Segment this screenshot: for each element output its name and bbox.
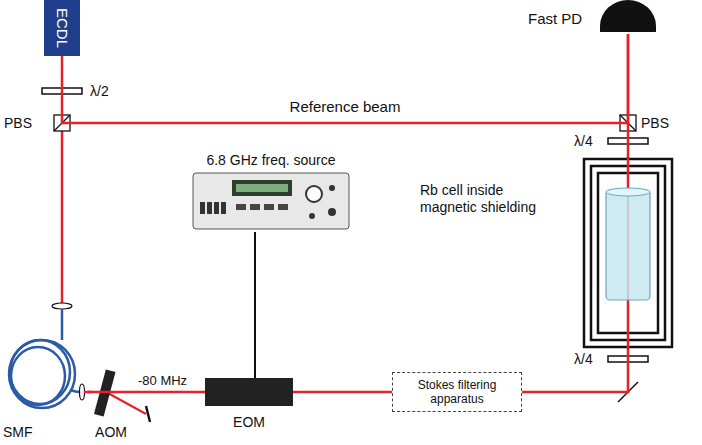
component-name: AOM	[88, 424, 134, 440]
vapor-cell: Rb cell inside magnetic shielding	[415, 158, 675, 348]
frequency-source: 6.8 GHz freq. source	[190, 150, 352, 232]
aom-crystal: AOM	[88, 366, 134, 445]
laser-beam	[61, 123, 64, 305]
eom-body	[205, 378, 293, 406]
waveplate-label: λ/4	[574, 351, 593, 367]
laser-beam	[627, 34, 630, 158]
detector-name: Fast PD	[528, 10, 582, 27]
cell-caption: Rb cell inside magnetic shielding	[420, 182, 560, 216]
aom-crystal-shape	[88, 366, 134, 426]
photodiode: Fast PD	[520, 0, 658, 34]
source-name: 6.8 GHz freq. source	[190, 152, 352, 168]
laser-box: ECDL	[44, 0, 80, 56]
waveplate-label: λ/2	[90, 83, 109, 99]
laser-beam	[293, 391, 392, 394]
deflected-beam	[106, 392, 146, 414]
lens	[52, 303, 72, 309]
beam-label: Reference beam	[288, 99, 403, 115]
component-name: EOM	[205, 414, 293, 430]
laser-beam	[522, 348, 628, 392]
beam-block	[146, 406, 150, 422]
pbs-label: PBS	[641, 115, 669, 131]
waveplate-label: λ/4	[574, 133, 593, 149]
rf-cable	[254, 232, 256, 378]
filter-box: Stokes filtering apparatus	[392, 372, 522, 412]
laser-name: ECDL	[54, 8, 70, 48]
frequency-shift-label: -80 MHz	[138, 373, 187, 389]
fiber-coil	[9, 309, 80, 408]
box-text: Stokes filtering apparatus	[399, 378, 515, 406]
pbs-label: PBS	[4, 115, 32, 131]
fiber-label: SMF	[3, 424, 33, 440]
reference-beam	[62, 34, 628, 123]
magnetic-shielding	[583, 158, 673, 348]
laser-beam	[134, 391, 205, 394]
eom-box: EOM	[205, 378, 293, 440]
signal-generator	[192, 172, 350, 230]
lens	[80, 384, 85, 400]
photodiode-dome	[600, 0, 656, 34]
